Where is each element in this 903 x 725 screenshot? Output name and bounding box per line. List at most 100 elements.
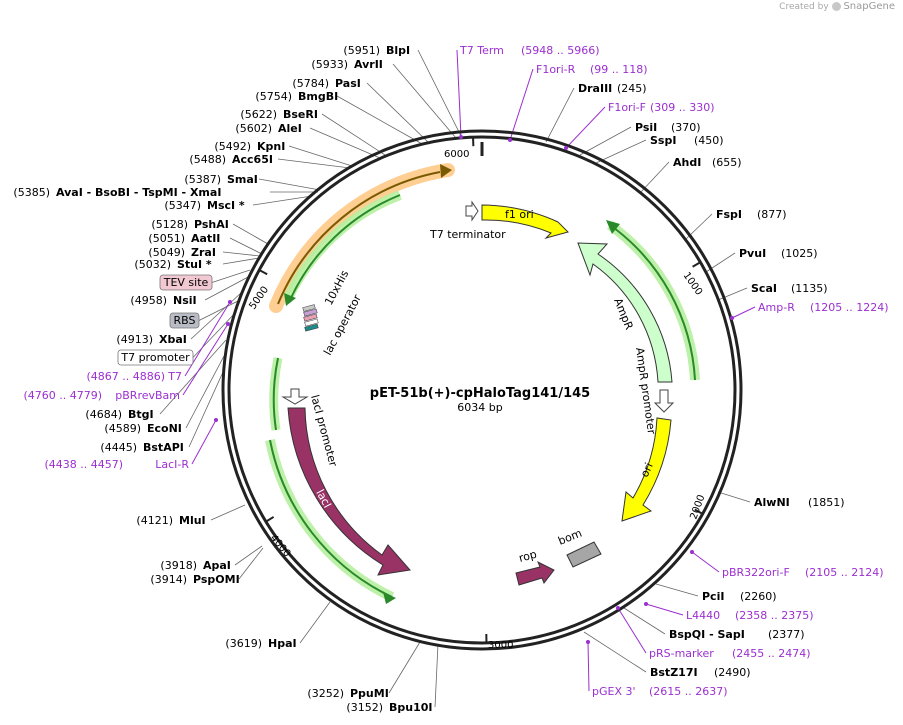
site-name: BlpI (386, 44, 410, 57)
bom-box (566, 541, 602, 568)
site-leader (388, 641, 421, 694)
site-position: (1025) (781, 247, 818, 260)
restriction-site[interactable]: (3252)PpuMI (307, 687, 388, 700)
primer[interactable]: pGEX 3'(2615 .. 2637) (592, 685, 728, 698)
watermark-prefix: Created by (779, 2, 829, 12)
restriction-site[interactable]: (5347)MscI * (164, 199, 245, 212)
restriction-site[interactable]: (3152)Bpu10I (346, 701, 432, 714)
restriction-site[interactable]: (3918) ApaI (160, 559, 230, 572)
site-position: (5032) (134, 258, 171, 271)
primer[interactable]: pBRrevBam(4760 .. 4779) (23, 389, 180, 402)
restriction-site[interactable]: (5387)SmaI (184, 173, 257, 186)
site-name: MscI * (207, 199, 245, 212)
restriction-site[interactable]: (3619)HpaI (225, 637, 296, 650)
ampr-promoter-label: AmpR promoter (633, 347, 658, 436)
restriction-site[interactable]: (4589)EcoNI (104, 422, 181, 435)
site-name: ApaI (203, 559, 231, 572)
primer-name: T7 (167, 370, 182, 383)
primer-range: (4760 .. 4779) (23, 389, 102, 402)
ori-arrow (621, 417, 672, 522)
site-position: (2260) (740, 590, 777, 603)
primer-leader (509, 68, 534, 141)
restriction-site[interactable]: (4445)BstAPI (100, 441, 183, 454)
boxed-feature-leader (192, 311, 237, 358)
restriction-site[interactable]: (3914)PspOMI (150, 573, 239, 586)
site-name: AvaI - BsoBI - TspMI - XmaI (56, 186, 221, 199)
primer-name: Amp-R (758, 301, 795, 314)
restriction-site[interactable]: (1025)PvuI (739, 247, 818, 260)
ampr-promoter-arrow (653, 389, 675, 413)
boxed-feature[interactable]: T7 promoter (117, 349, 194, 366)
restriction-site[interactable]: (5385)AvaI - BsoBI - TspMI - XmaI (13, 186, 221, 199)
site-name: AleI (278, 122, 302, 135)
bom-label: bom (556, 527, 584, 548)
restriction-site[interactable]: (5784)PasI (292, 77, 360, 90)
boxed-feature-label: T7 promoter (120, 351, 190, 364)
restriction-site[interactable]: (4121)MluI (136, 514, 205, 527)
primer[interactable]: pRS-marker(2455 .. 2474) (649, 647, 811, 660)
restriction-site[interactable]: (5622)BseRI (240, 108, 318, 121)
restriction-site[interactable]: (5051)AatII (148, 232, 220, 245)
primer[interactable]: L4440(2358 .. 2375) (686, 609, 814, 622)
backbone (221, 129, 743, 651)
primer-name: pBR322ori-F (722, 566, 790, 579)
restriction-site[interactable]: (4684)BtgI (85, 408, 153, 421)
site-leader (579, 126, 632, 156)
restriction-site[interactable]: (450)SspI (650, 134, 724, 147)
restriction-site[interactable]: (877)FspI (716, 208, 787, 221)
restriction-site[interactable]: (2490)BstZ17I (650, 666, 751, 679)
restriction-site[interactable]: (370) PsiI (635, 121, 701, 134)
boxed-feature[interactable]: TEV site (159, 274, 213, 291)
restriction-site[interactable]: (2377)BspQI - SapI (669, 628, 805, 641)
restriction-site[interactable]: (1135)ScaI (751, 282, 828, 295)
restriction-site[interactable]: (4913)XbaI (116, 333, 186, 346)
site-name: ZraI (191, 246, 216, 259)
restriction-site[interactable]: (5049)ZraI (148, 246, 216, 259)
primer[interactable]: F1ori-R(99 .. 118) (536, 63, 648, 76)
boxed-feature-leader (211, 269, 251, 283)
primer[interactable]: LacI-R(4438 .. 4457) (44, 458, 189, 471)
restriction-site[interactable]: (245)DraIII (578, 82, 647, 95)
site-leader (336, 95, 425, 146)
restriction-site[interactable]: (4958)NsiI (130, 294, 196, 307)
rop-arrow (515, 560, 555, 586)
restriction-site[interactable]: (5032)StuI * (134, 258, 212, 271)
restriction-site[interactable]: (5951)BlpI (343, 44, 410, 57)
restriction-site[interactable]: (2260) PciI (702, 590, 777, 603)
restriction-site[interactable]: (5492)KpnI (214, 140, 285, 153)
primer-name: F1ori-R (536, 63, 576, 76)
boxed-feature-label: RBS (174, 314, 196, 327)
restriction-site[interactable]: (5128)PshAI (151, 218, 228, 231)
site-name: PciI (702, 590, 724, 603)
primer-name: pRS-marker (649, 647, 714, 660)
primer-name: LacI-R (155, 458, 189, 471)
primer-leader (565, 106, 606, 149)
site-name: AhdI (673, 156, 701, 169)
primer[interactable]: T7(4867 .. 4886) (86, 370, 182, 383)
site-name: PsiI (635, 121, 657, 134)
laci-promoter-line (272, 357, 279, 431)
restriction-site[interactable]: (5754)BmgBI (255, 90, 338, 103)
primer[interactable]: pBR322ori-F(2105 .. 2124) (722, 566, 884, 579)
restriction-site[interactable]: (655)AhdI (673, 156, 742, 169)
site-position: (3152) (346, 701, 383, 714)
boxed-feature[interactable]: RBS (169, 312, 200, 329)
boxed-feature-label: TEV site (163, 276, 209, 289)
restriction-site[interactable]: (5602)AleI (235, 122, 301, 135)
lacz-arrowhead (284, 293, 296, 306)
primer[interactable]: T7 Term(5948 .. 5966) (459, 44, 600, 57)
site-position: (3252) (307, 687, 344, 700)
site-position: (877) (757, 208, 787, 221)
site-position: (3918) (160, 559, 197, 572)
primer[interactable]: F1ori-F(309 .. 330) (608, 101, 715, 114)
site-leader (309, 127, 381, 159)
primer[interactable]: Amp-R(1205 .. 1224) (758, 301, 889, 314)
restriction-site[interactable]: (5488)Acc65I (189, 153, 273, 166)
tick-mark (258, 269, 268, 276)
site-leader (545, 87, 575, 143)
site-position: (3914) (150, 573, 187, 586)
restriction-site[interactable]: (1851)AlwNI (754, 496, 845, 509)
restriction-site[interactable]: (5933)AvrII (311, 58, 382, 71)
site-position: (370) (671, 121, 701, 134)
ampr-orf-line (609, 224, 696, 381)
